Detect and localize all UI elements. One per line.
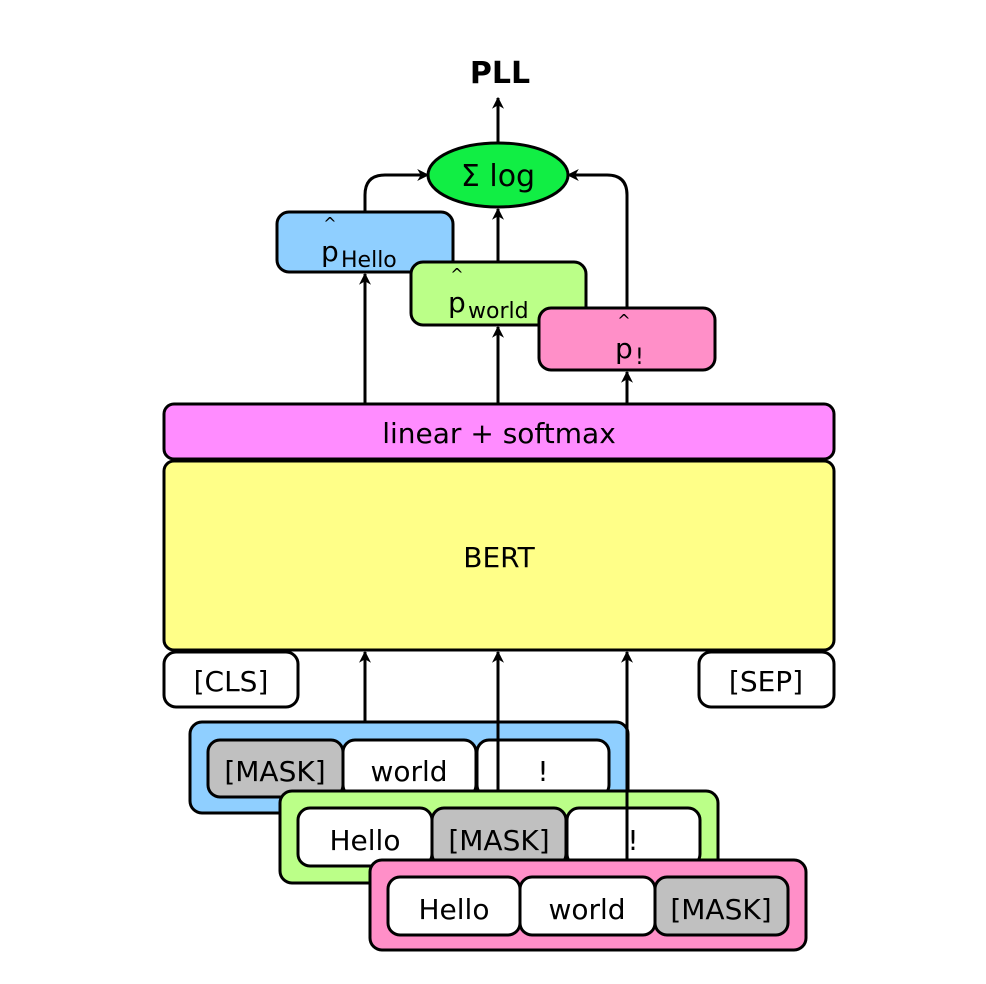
sum-log-label: Σ log (461, 159, 535, 194)
linear-softmax-layer (162, 402, 836, 461)
hat-symbol: ^ (450, 265, 463, 284)
cls-token (162, 650, 300, 709)
token-label: world (370, 755, 447, 788)
subscript-exclamation: ! (635, 345, 644, 370)
p-symbol: p (448, 286, 466, 319)
token-label: [MASK] (224, 755, 325, 788)
token-label: [MASK] (448, 824, 549, 857)
pll-label: PLL (470, 56, 530, 91)
hat-symbol: ^ (617, 311, 630, 330)
token-label: Hello (419, 893, 490, 926)
token-mask (653, 875, 790, 937)
linear-softmax-label: linear + softmax (382, 417, 616, 450)
subscript-world: world (468, 299, 529, 324)
token-label: [MASK] (670, 893, 771, 926)
token-label: Hello (330, 824, 401, 857)
arrow-hello-to-sum (363, 169, 430, 212)
token-label: ! (627, 824, 638, 857)
prediction-world: ^ p world (409, 260, 588, 327)
sep-label: [SEP] (729, 665, 803, 698)
sep-token (697, 650, 836, 709)
prediction-hello: ^ p Hello (275, 210, 455, 274)
token-label: world (548, 893, 625, 926)
sequence-mask-exclamation: Hello world [MASK] (368, 858, 808, 952)
bert-label: BERT (463, 541, 535, 574)
arrow-excl-to-sum (566, 169, 629, 308)
cls-label: [CLS] (194, 665, 269, 698)
prediction-exclamation: ^ p ! (537, 306, 717, 372)
subscript-hello: Hello (341, 248, 397, 273)
p-symbol: p (615, 332, 633, 365)
hat-symbol: ^ (323, 214, 336, 233)
bert-block (162, 459, 836, 652)
sum-log-node (426, 141, 570, 209)
token-label: ! (537, 755, 548, 788)
p-symbol: p (321, 235, 339, 268)
